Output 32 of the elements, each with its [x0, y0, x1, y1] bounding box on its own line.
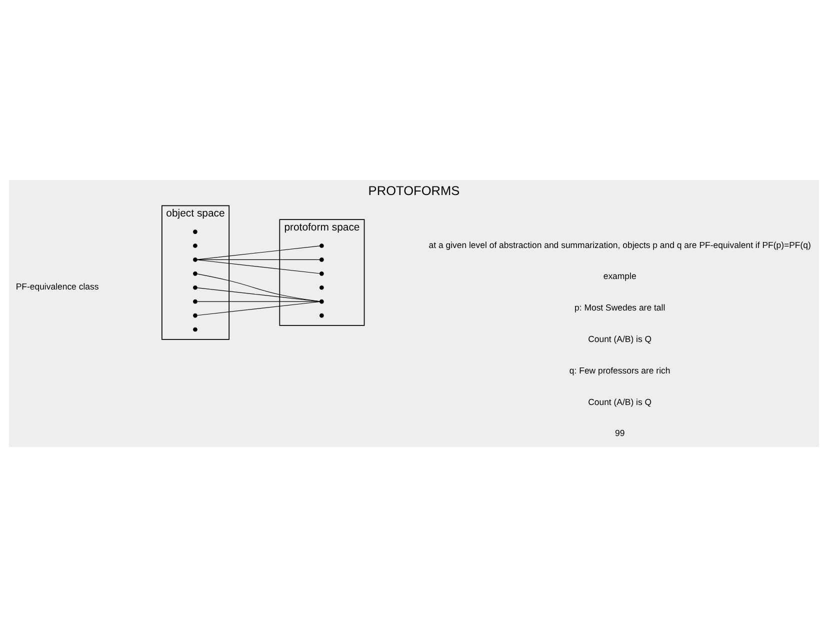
node-circle [192, 298, 197, 304]
node-circle [319, 298, 324, 304]
label: 99 [614, 428, 624, 438]
connector [196, 245, 320, 260]
node-circle [192, 326, 197, 332]
label: Count (A/B) is Q [588, 396, 652, 406]
connector [196, 258, 320, 260]
cluster: protoform space [278, 218, 364, 326]
label: Count (A/B) is Q [588, 333, 652, 344]
node-circle [319, 312, 324, 318]
node-circle [319, 271, 324, 276]
node-circle [192, 271, 197, 276]
connector [196, 300, 320, 316]
connector [196, 259, 320, 274]
diagram-title: PROTOFORMS [368, 182, 460, 198]
node-circle [319, 243, 324, 248]
node-circle [319, 257, 324, 262]
connector [196, 300, 320, 302]
label: at a given level of abstraction and summarization, objects p and q are PF-equivalent if PF(p)=PF(q) [428, 239, 810, 250]
label: example [602, 270, 636, 281]
node-circle [192, 312, 197, 318]
node-circle [192, 229, 197, 234]
connector [196, 273, 320, 302]
label: PF-equivalence class [15, 281, 98, 292]
node-circle [319, 284, 324, 290]
label: p: Most Swedes are tall [574, 302, 665, 312]
node-circle [192, 284, 197, 290]
node-circle [192, 243, 197, 248]
connector [196, 286, 320, 302]
cluster: object space [161, 204, 230, 340]
node-circle [192, 257, 197, 262]
label: q: Few professors are rich [568, 364, 670, 375]
